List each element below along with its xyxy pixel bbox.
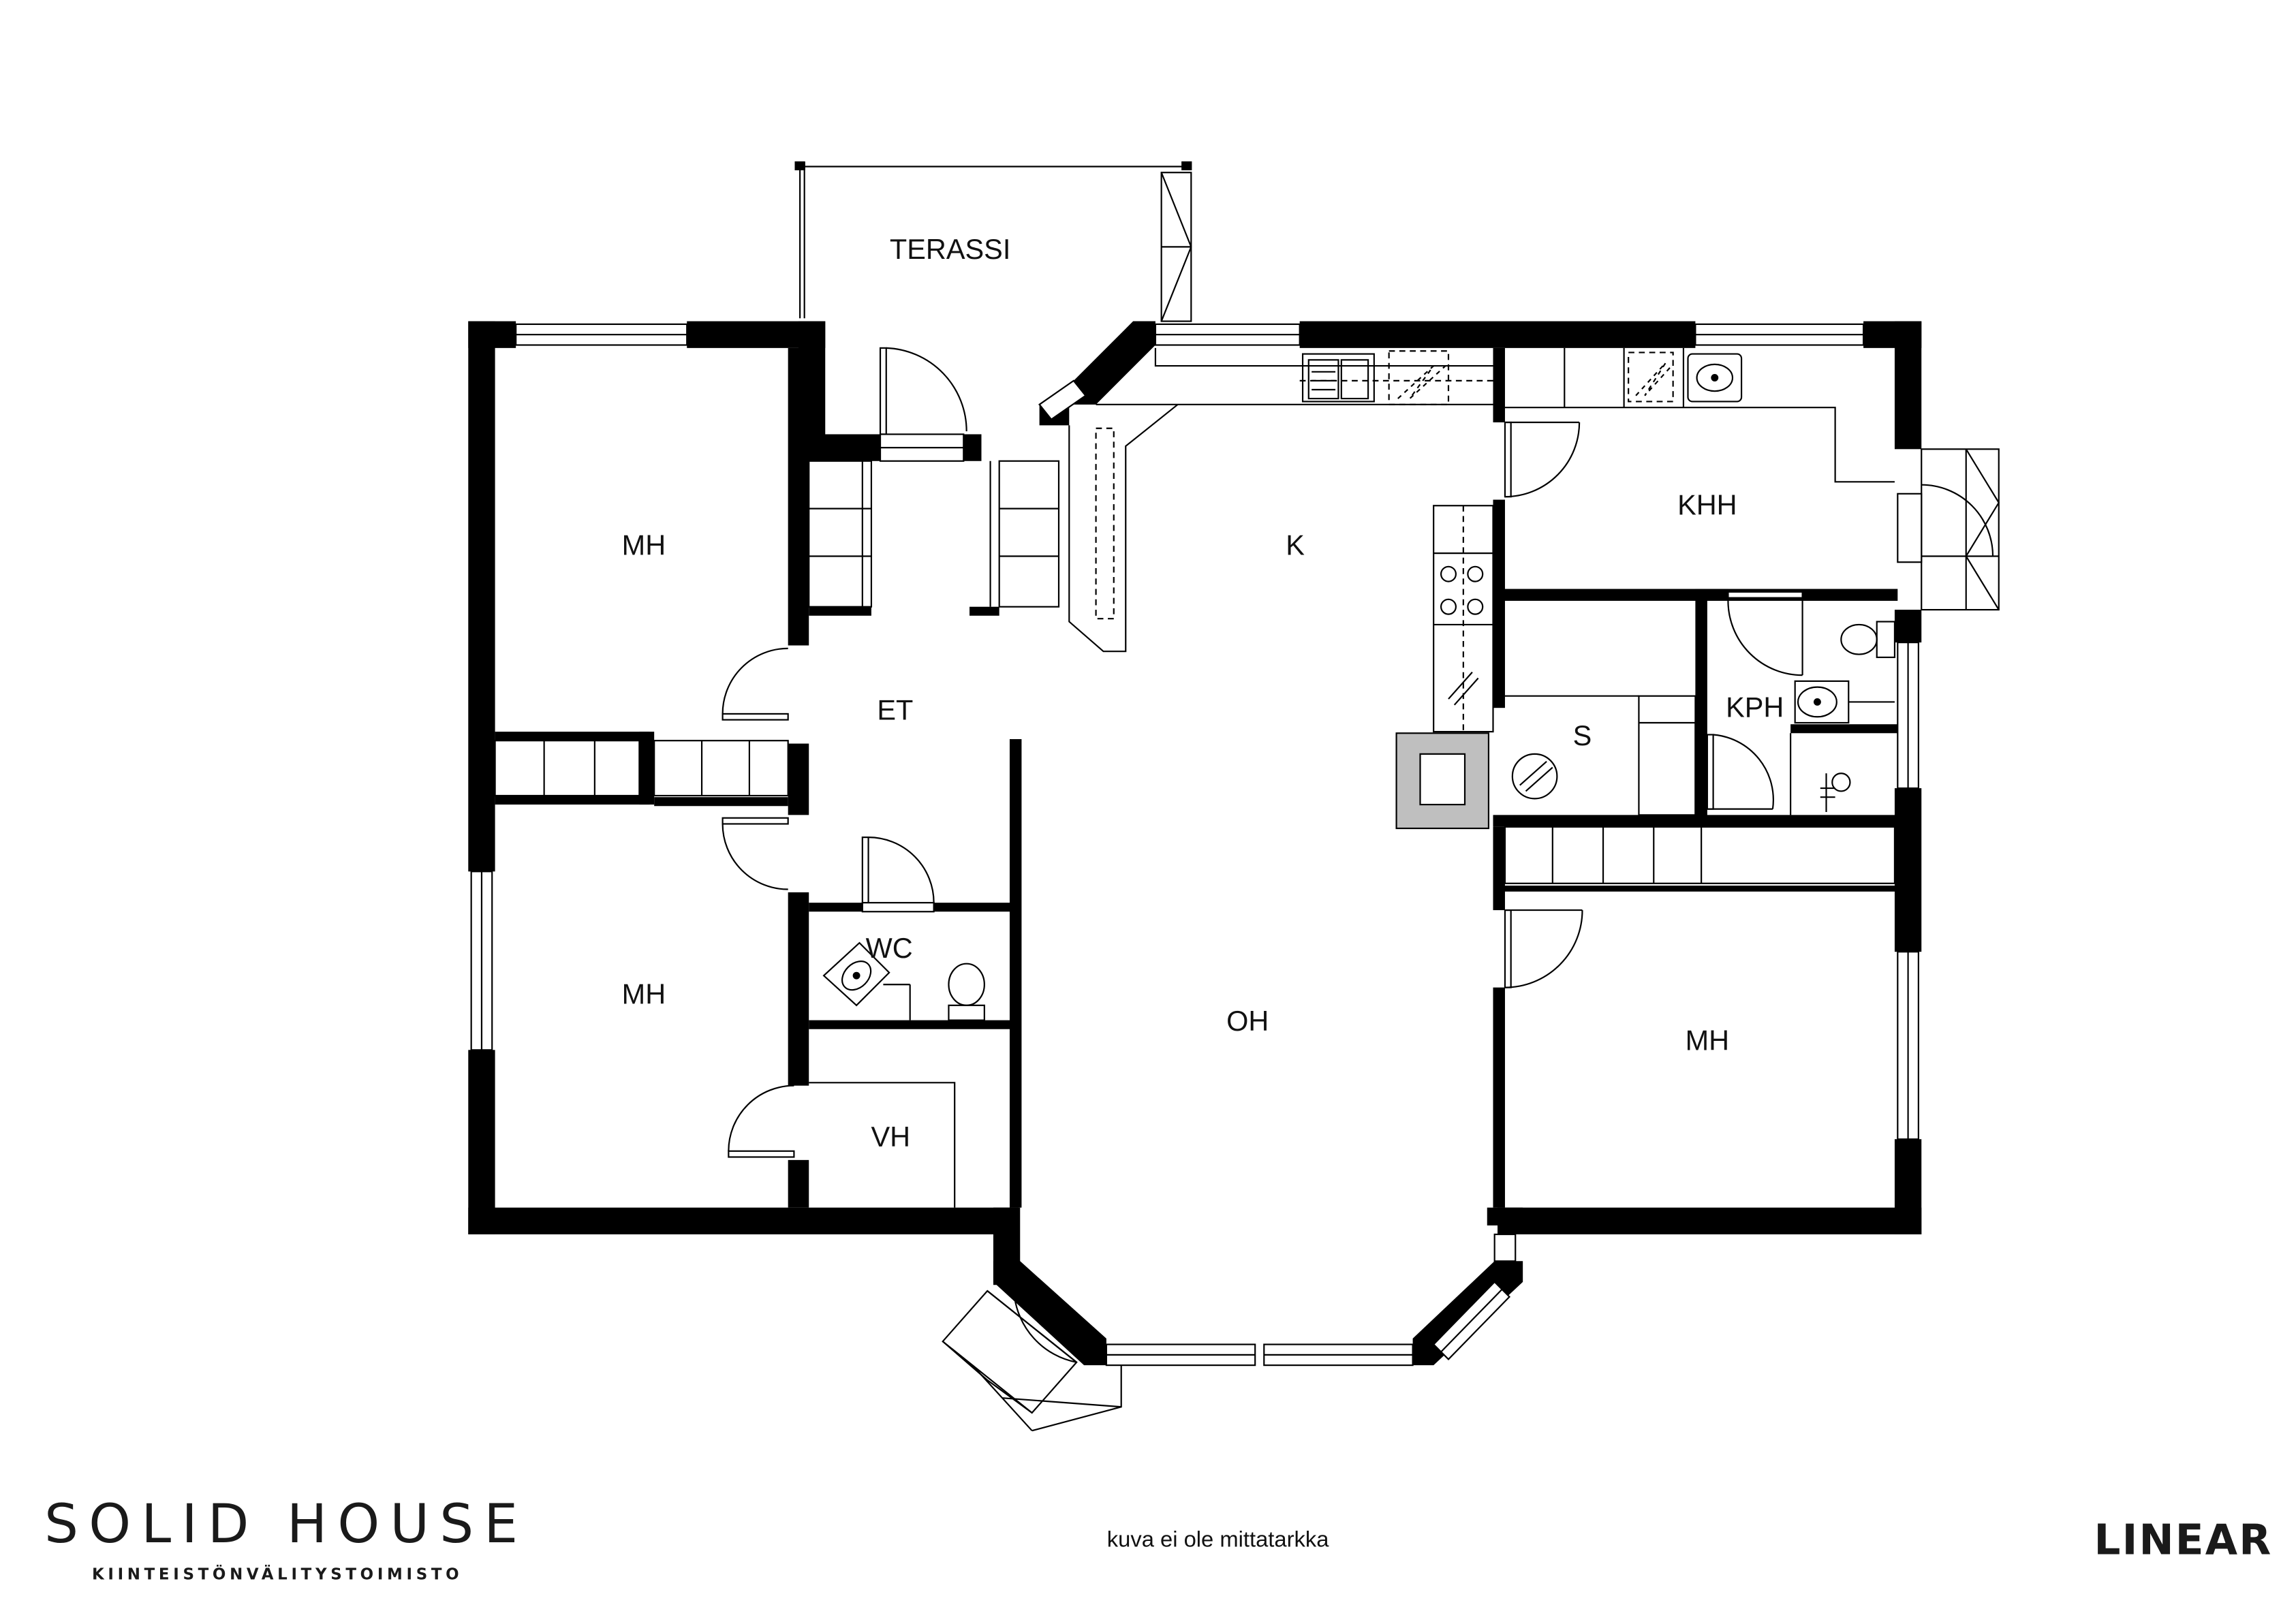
room-label-et: ET xyxy=(877,694,913,726)
room-label-mh-right: MH xyxy=(1686,1024,1730,1056)
doors xyxy=(722,347,2000,1432)
room-label-mh-top: MH xyxy=(622,529,666,561)
room-label-mh-left: MH xyxy=(622,978,666,1010)
kitchen-counters xyxy=(1068,347,1494,733)
room-label-k: K xyxy=(1286,529,1305,561)
room-label-khh: KHH xyxy=(1677,488,1737,520)
partner-logo-linear: LINEAR xyxy=(2094,1516,2272,1564)
utility-fixtures xyxy=(1504,347,1895,483)
windows xyxy=(470,323,1919,1367)
room-label-s: S xyxy=(1573,719,1592,751)
bathroom-fixtures xyxy=(1504,621,1896,816)
room-label-wc: WC xyxy=(866,932,913,964)
room-label-terassi: TERASSI xyxy=(890,233,1010,265)
wc-fixtures xyxy=(822,941,985,1021)
fireplace xyxy=(1395,732,1490,830)
interior-walls xyxy=(495,347,1898,1208)
room-label-oh: OH xyxy=(1226,1005,1269,1037)
brand-subtitle: KIINTEISTÖNVÄLITYSTOIMISTO xyxy=(92,1565,463,1584)
room-label-vh: VH xyxy=(871,1121,911,1153)
brand-logo-solid-house: SOLID HOUSE xyxy=(44,1493,528,1555)
exterior-walls xyxy=(468,321,1922,1366)
footer: SOLID HOUSE KIINTEISTÖNVÄLITYSTOIMISTO k… xyxy=(44,1493,2272,1584)
scale-note: kuva ei ole mittatarkka xyxy=(1107,1526,1329,1551)
room-label-kph: KPH xyxy=(1726,691,1784,723)
closets xyxy=(494,460,1896,1208)
room-labels: TERASSI MH ET K KHH KPH S MH WC OH MH VH xyxy=(622,233,1784,1153)
terrace xyxy=(794,161,1192,322)
